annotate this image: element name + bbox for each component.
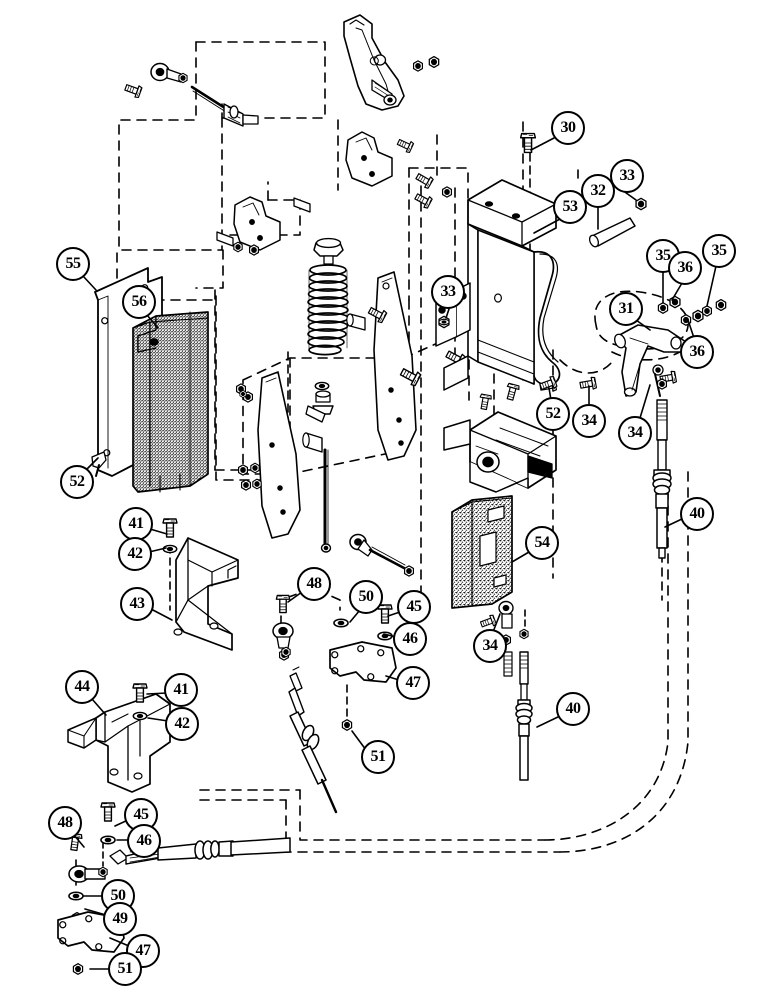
callout-44: 44 — [65, 670, 99, 704]
callout-56: 56 — [122, 285, 156, 319]
leader-line-47 — [109, 937, 130, 947]
leader-line-53 — [533, 218, 561, 234]
leader-line-41 — [149, 528, 168, 535]
leader-line-30 — [530, 137, 555, 151]
callout-30: 30 — [551, 111, 585, 145]
callout-48: 48 — [297, 567, 331, 601]
leader-line-44 — [91, 698, 107, 716]
callout-54: 54 — [525, 526, 559, 560]
leader-line-34 — [639, 384, 651, 419]
callout-55: 55 — [56, 247, 90, 281]
callout-35: 35 — [702, 234, 736, 268]
callout-45: 45 — [397, 590, 431, 624]
callout-53: 53 — [553, 190, 587, 224]
callout-48: 48 — [48, 806, 82, 840]
callout-46: 46 — [393, 622, 427, 656]
callout-32: 32 — [581, 174, 615, 208]
leader-line-55 — [82, 275, 97, 291]
leader-line-54 — [511, 551, 530, 563]
callout-42: 42 — [118, 537, 152, 571]
callout-52: 52 — [536, 397, 570, 431]
callout-46: 46 — [127, 824, 161, 858]
leader-line-41 — [146, 692, 168, 695]
leader-line-48 — [73, 834, 85, 848]
callout-40: 40 — [556, 692, 590, 726]
leader-line-35 — [706, 265, 717, 307]
callout-40: 40 — [680, 497, 714, 531]
callout-34: 34 — [572, 404, 606, 438]
leader-line-49 — [84, 908, 107, 916]
callout-41: 41 — [119, 507, 153, 541]
leader-line-40 — [536, 715, 561, 728]
leader-line-56 — [146, 314, 159, 329]
callout-42: 42 — [165, 707, 199, 741]
callout-41: 41 — [164, 673, 198, 707]
callout-34: 34 — [618, 416, 652, 450]
callout-51: 51 — [361, 740, 395, 774]
callout-33: 33 — [610, 159, 644, 193]
callout-43: 43 — [120, 587, 154, 621]
callout-36: 36 — [668, 251, 702, 285]
callout-33: 33 — [431, 275, 465, 309]
leader-line-42 — [147, 717, 169, 722]
leader-line-36 — [671, 282, 683, 301]
callout-31: 31 — [609, 292, 643, 326]
leader-line-43 — [150, 608, 173, 621]
callout-52: 52 — [60, 465, 94, 499]
leader-line-52 — [85, 457, 99, 471]
callout-34: 34 — [473, 629, 507, 663]
callout-50: 50 — [349, 580, 383, 614]
callout-36: 36 — [680, 335, 714, 369]
callout-49: 49 — [103, 902, 137, 936]
callout-51: 51 — [108, 952, 142, 986]
callout-47: 47 — [396, 666, 430, 700]
leader-line-31 — [635, 319, 651, 331]
